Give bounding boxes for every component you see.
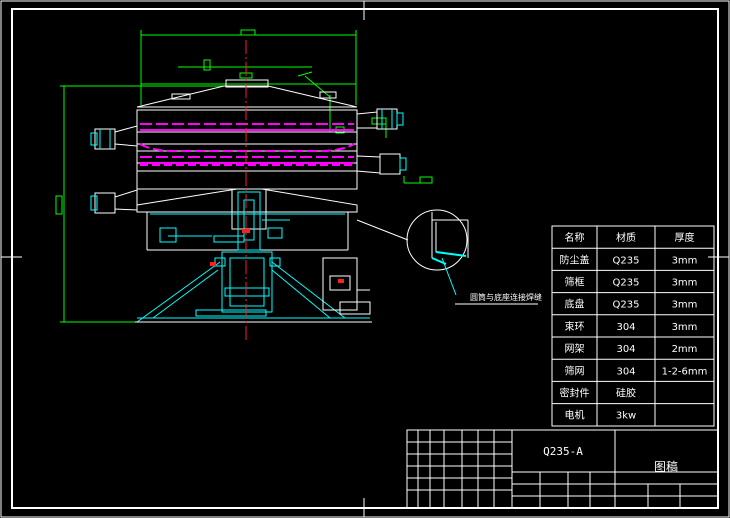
screen-mesh <box>139 123 355 166</box>
material-table-cell: Q235 <box>613 300 640 311</box>
material-table-cell: 筛网 <box>565 364 585 377</box>
title-block <box>406 429 719 509</box>
material-table-cell: 3mm <box>672 322 698 333</box>
material-table-cell: 304 <box>616 366 635 377</box>
material-table-cell: 1-2-6mm <box>662 366 708 377</box>
material-table-cell: Q235 <box>613 255 640 266</box>
material-table-header: 厚度 <box>675 231 695 244</box>
weld-detail <box>356 209 538 305</box>
material-table-cell: 3mm <box>672 255 698 266</box>
material-table-cell: 密封件 <box>560 387 590 400</box>
material-table-cell: Q235 <box>613 278 640 289</box>
weld-callout-label: 圆筒与底座连接焊缝 <box>470 292 542 302</box>
screen-frames <box>136 109 358 190</box>
material-table-cell: 3kw <box>616 411 636 422</box>
title-block-grid <box>406 429 513 509</box>
material-table-cell: 3mm <box>672 278 698 289</box>
motor <box>135 257 372 323</box>
material-table-header: 材质 <box>616 231 636 244</box>
material-table-cell: 底盘 <box>565 298 585 311</box>
title-material-code: Q235-A <box>543 445 583 458</box>
material-table-cell: 2mm <box>672 344 698 355</box>
dimension-lines <box>55 29 433 323</box>
material-table-header: 名称 <box>565 231 585 244</box>
material-table-cell: 3mm <box>672 300 698 311</box>
material-table-cell: 304 <box>616 344 635 355</box>
base-interior <box>150 191 345 251</box>
material-table-border <box>551 225 715 427</box>
material-table-cell: 电机 <box>565 409 585 422</box>
red-markers <box>210 229 344 283</box>
material-table-cell: 筛框 <box>565 276 585 289</box>
material-table-cell: 束环 <box>565 321 585 333</box>
outlet-flanges <box>90 109 407 211</box>
motor-assembly <box>136 251 370 323</box>
material-table-cell: 硅胶 <box>616 387 636 400</box>
material-table-cell: 防尘盖 <box>560 253 590 266</box>
base <box>136 188 358 251</box>
title-drawing-name: 图稿 <box>654 459 678 474</box>
material-table-cell: 304 <box>616 322 635 333</box>
material-table-cell: 网架 <box>565 343 585 355</box>
vibrating-screen-drawing <box>55 29 433 340</box>
drawing-border <box>11 8 719 509</box>
